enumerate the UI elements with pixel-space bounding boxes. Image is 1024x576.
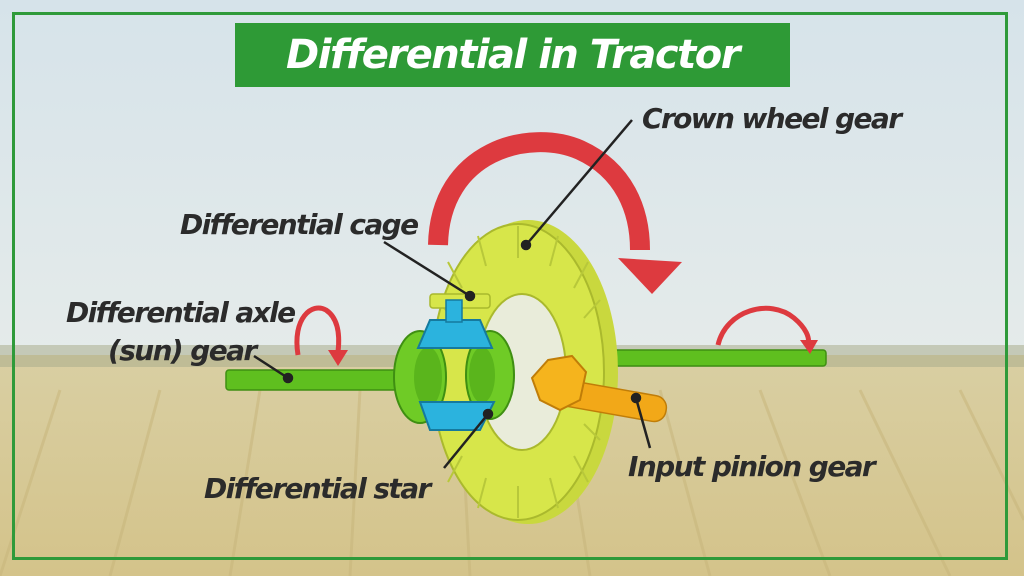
- label-differential-axle-line1: Differential axle: [66, 296, 296, 329]
- leader-crown-wheel: [520, 119, 633, 251]
- page-title: Differential in Tractor: [286, 32, 740, 78]
- label-differential-star: Differential star: [204, 472, 431, 505]
- leader-input-pinion: [630, 392, 652, 449]
- left-axle-rotation-arrow: [294, 305, 348, 366]
- leader-differential-cage: [383, 240, 476, 302]
- leader-differential-axle: [253, 354, 294, 384]
- input-pinion-gear: [530, 354, 668, 423]
- title-banner: Differential in Tractor: [235, 23, 790, 87]
- left-sun-gear: [393, 330, 447, 424]
- right-sun-gear: [465, 330, 515, 420]
- differential-star-gears: [416, 299, 496, 431]
- crown-wheel-gear: [431, 220, 618, 524]
- label-differential-cage: Differential cage: [180, 208, 419, 241]
- label-crown-wheel-gear: Crown wheel gear: [642, 102, 902, 135]
- leader-differential-star: [443, 408, 494, 469]
- right-axle-rotation-arrow: [715, 305, 818, 354]
- label-input-pinion-gear: Input pinion gear: [628, 450, 876, 483]
- crown-rotation-arrow: [428, 132, 682, 294]
- label-differential-axle-line2: (sun) gear: [108, 334, 257, 367]
